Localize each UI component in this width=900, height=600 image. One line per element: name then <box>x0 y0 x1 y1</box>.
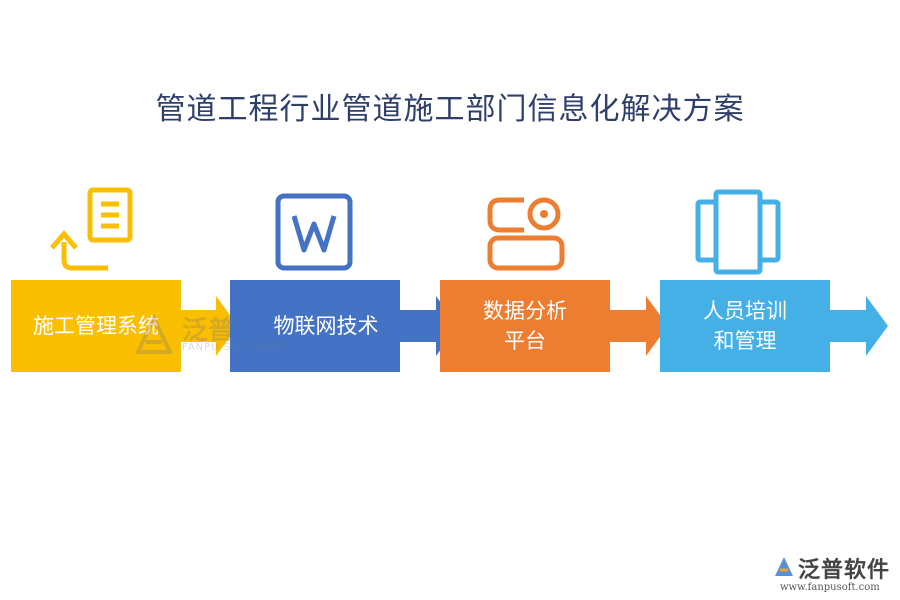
arrow-step-3 <box>606 296 668 356</box>
page-title: 管道工程行业管道施工部门信息化解决方案 <box>155 92 745 127</box>
brand-name: 泛普软件 <box>798 558 891 583</box>
brand-logo: 泛普软件 www.fanpusoft.com <box>772 552 896 598</box>
step-box-training: 人员培训 和管理 <box>660 280 830 372</box>
brand-logo-icon <box>775 557 793 576</box>
brand-url: www.fanpusoft.com <box>780 582 880 593</box>
settings-toggle-icon <box>487 197 565 271</box>
step-box-construction-system: 施工管理系统 <box>11 280 181 372</box>
word-document-icon <box>275 193 353 271</box>
step-label: 施工管理系统 <box>33 314 159 338</box>
arrow-step-4 <box>826 296 888 356</box>
watermark-name: 泛普 <box>182 316 235 346</box>
watermark-sub: FANPU SOFTWARE <box>182 342 288 353</box>
step-box-iot: 物联网技术 <box>230 280 400 372</box>
document-upload-icon <box>50 187 133 271</box>
columns-panel-icon <box>695 189 781 275</box>
step-label: 物联网技术 <box>273 314 379 338</box>
watermark: 泛普 FANPU SOFTWARE <box>132 310 312 365</box>
watermark-logo-icon <box>134 313 174 354</box>
step-box-data-analysis: 数据分析 平台 <box>440 280 610 372</box>
arrow-step-1 <box>176 296 238 356</box>
step-label: 人员培训 和管理 <box>703 299 787 353</box>
step-label: 数据分析 平台 <box>483 299 567 353</box>
